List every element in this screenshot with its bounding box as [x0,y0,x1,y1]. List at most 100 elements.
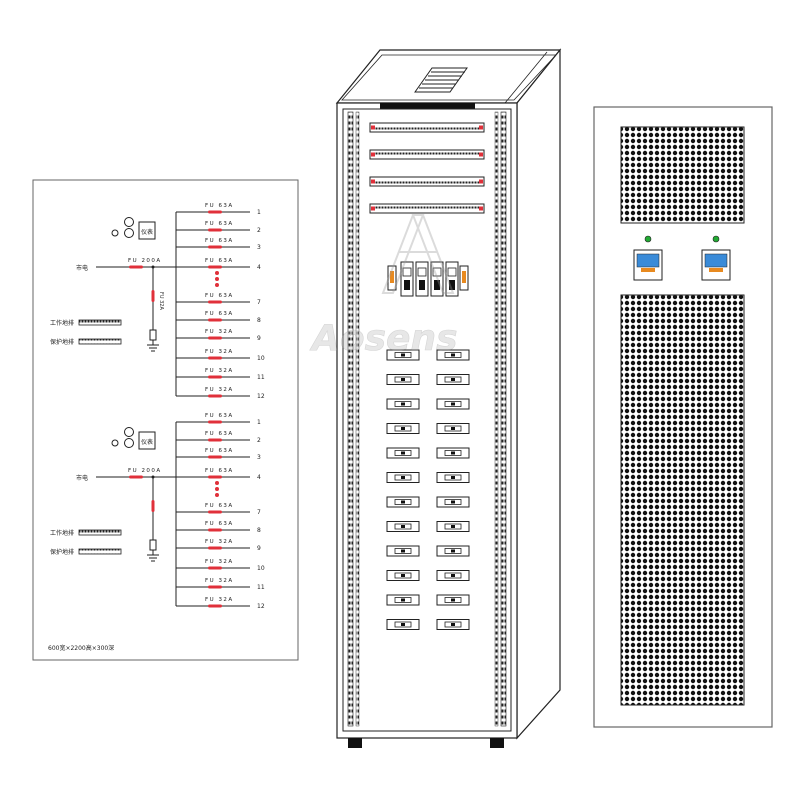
schematic-border [32,179,299,661]
terminal-strip [369,149,485,160]
cabinet-side [516,48,561,740]
protect-ground-label: 保护地排 [50,338,74,346]
branch-breaker [386,545,420,557]
side-fuse [387,265,397,291]
branch-breaker [436,594,470,606]
lamp-symbol [111,439,119,447]
branch-rating: FU 63A [205,468,234,474]
branch-fuse [208,455,222,459]
branch-number: 7 [257,509,261,516]
branch-fuse [208,210,222,214]
dimensions-note: 600宽×2200高×300深 [48,644,114,652]
branch-rating: FU 32A [205,349,234,355]
left-rail [347,111,354,727]
branch-fuse [208,318,222,322]
branch-number: 11 [257,374,265,381]
meter-label: 仪表 [141,438,153,446]
mains-label: 市电 [76,264,88,272]
work-ground-label: 工作地排 [50,319,74,327]
branch-number: 3 [257,244,261,251]
top-vent-grille [620,126,745,224]
meter-left [633,235,663,281]
branch-fuse [208,475,222,479]
terminal-strip [369,122,485,133]
branch-fuse [208,336,222,340]
meter-bar [709,268,723,272]
main-fuse-label: FU 200A [128,258,162,264]
main-fuse [129,475,143,479]
mains-label: 市电 [76,474,88,482]
branch-breaker [386,521,420,532]
branch-breaker [386,594,420,606]
branch-rating: FU 63A [205,413,234,419]
branch-rating: FU 32A [205,578,234,584]
branch-breaker [386,349,420,361]
branch-rating: FU 63A [205,503,234,509]
branch-breaker [436,496,470,508]
branch-fuse [208,566,222,570]
branch-number: 11 [257,584,265,591]
branch-number: 4 [257,474,261,481]
branch-rating: FU 63A [205,311,234,317]
work-ground-bar [78,529,122,536]
meter-box [138,431,156,450]
spare-mark [215,487,219,491]
branch-number: 7 [257,299,261,306]
branch-breaker [386,374,420,385]
branch-rating: FU 63A [205,448,234,454]
branch-number: 1 [257,419,261,426]
meter-screen [704,253,728,268]
main-breaker [430,261,444,297]
branch-rating: FU 32A [205,559,234,565]
branch-breaker [436,447,470,459]
branch-fuse [208,546,222,550]
branch-rating: FU 32A [205,387,234,393]
main-fuse-label: FU 200A [128,468,162,474]
main-breaker [415,261,429,297]
branch-breaker [436,423,470,434]
branch-fuse [208,528,222,532]
branch-breaker [436,619,470,630]
branch-fuse [208,375,222,379]
spare-mark [215,283,219,287]
meter-right [701,235,731,281]
branch-breaker [436,349,470,361]
meter-bar [641,268,655,272]
branch-number: 12 [257,603,265,610]
branch-number: 2 [257,437,261,444]
branch-rating: FU 32A [205,597,234,603]
branch-breaker [436,521,470,532]
meter-box [138,221,156,240]
branch-number: 2 [257,227,261,234]
branch-fuse [208,265,222,269]
work-ground-bar [78,319,122,326]
meter-symbol [124,228,134,238]
work-ground-label: 工作地排 [50,529,74,537]
branch-rating: FU 63A [205,258,234,264]
branch-breaker [436,374,470,385]
meter-screen [636,253,660,268]
watermark-text: Aosens [309,318,458,359]
right-rail [500,111,507,727]
branch-breaker [386,496,420,508]
side-fuse [459,265,469,291]
branch-breaker [386,570,420,581]
protect-ground-bar [78,338,122,345]
branch-number: 8 [257,317,261,324]
sub-fuse [151,290,155,302]
branch-rating: FU 63A [205,238,234,244]
branch-fuse [208,604,222,608]
branch-number: 4 [257,264,261,271]
branch-breaker [386,619,420,630]
branch-number: 10 [257,565,265,572]
indicator-light [644,235,652,243]
meter-label: 仪表 [141,228,153,236]
branch-fuse [208,300,222,304]
branch-fuse [208,585,222,589]
branch-rating: FU 63A [205,431,234,437]
main-fuse [129,265,143,269]
front-header [380,103,475,109]
